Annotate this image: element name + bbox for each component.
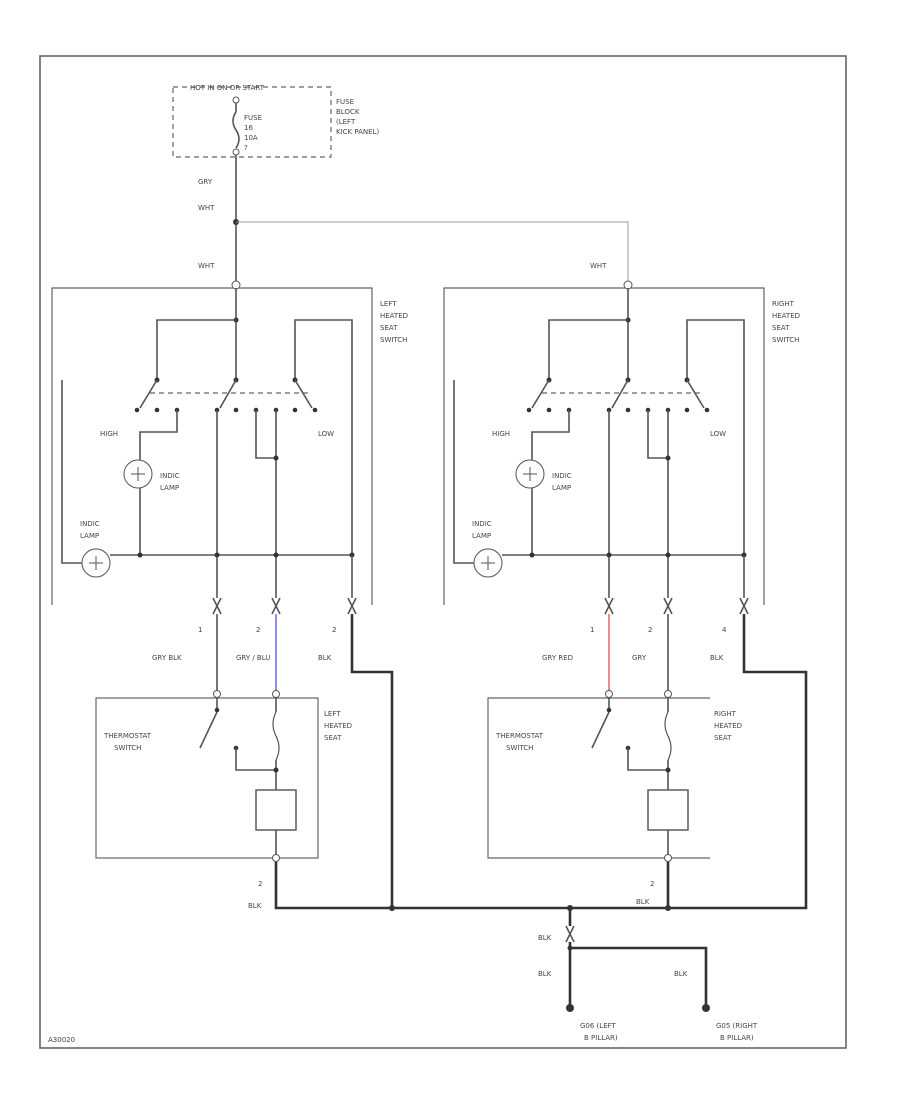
right-illum-lamp-label-1: INDIC (472, 520, 492, 528)
left-seat-ground-pin: 2 (258, 880, 262, 888)
left-indic-lamp-label-2: LAMP (160, 484, 179, 492)
fuse-label-line-4: ? (244, 144, 248, 152)
ground-left-label-2: B PILLAR) (584, 1034, 618, 1042)
right-seat-outline (487, 697, 710, 859)
right-seat-name-2: HEATED (714, 722, 742, 730)
right-seat-ground-color: BLK (636, 898, 650, 906)
right-seat-switch: RIGHT HEATED SEAT SWITCH HIGH LOW I (443, 280, 800, 605)
fuse-block: HOT IN ON OR START FUSE 16 10A ? FUSE BL… (172, 84, 379, 158)
ground-splice-color: BLK (538, 934, 552, 942)
fuse-terminal-bottom (232, 148, 240, 156)
fuse-block-location-2: BLOCK (336, 108, 360, 116)
fuse-block-header: HOT IN ON OR START (190, 84, 265, 92)
left-switch-name-2: HEATED (380, 312, 408, 320)
right-switch-feed-color: WHT (590, 262, 607, 270)
left-switch-feed-connector (231, 280, 241, 290)
feed-color-mid: WHT (198, 204, 215, 212)
right-thermostat-label-1: THERMOSTAT (495, 732, 544, 740)
right-thermostat-switch-blade (591, 711, 610, 749)
ground-right-terminal (702, 1004, 710, 1012)
right-pin-1: 1 (590, 626, 594, 634)
fuse-block-location-1: FUSE (336, 98, 354, 106)
left-switch-low-label: LOW (318, 430, 334, 438)
ground-left-drop-color: BLK (538, 970, 552, 978)
left-thermostat-switch-blade (199, 711, 218, 749)
left-seat-ground-color: BLK (248, 902, 262, 910)
right-indic-lamp-label-1: INDIC (552, 472, 572, 480)
figure-code: A30020 (48, 1036, 75, 1044)
fuse-block-outline (172, 86, 332, 158)
right-seat-name-3: SEAT (714, 734, 732, 742)
right-thermostat-label-2: SWITCH (506, 744, 533, 752)
left-seat-outline (95, 697, 319, 859)
fuse-block-location-4: KICK PANEL) (336, 128, 379, 136)
right-seat-heater-element (647, 789, 689, 831)
left-wire-color-3: BLK (318, 654, 332, 662)
feed-wiring: GRY WHT WHT WHT (198, 155, 629, 284)
fuse-symbol (232, 111, 240, 149)
right-heated-seat: RIGHT HEATED SEAT THERMOSTAT SWITCH 2 BL… (487, 690, 742, 906)
ground-left-terminal (566, 1004, 574, 1012)
fuse-label-line-3: 10A (244, 134, 258, 142)
left-pin-1: 1 (198, 626, 202, 634)
ground-right-label-2: B PILLAR) (720, 1034, 754, 1042)
fuse-block-location-3: (LEFT (336, 118, 356, 126)
left-pin-3: 2 (332, 626, 336, 634)
right-seat-ground-pin: 2 (650, 880, 654, 888)
left-illum-lamp-label-1: INDIC (80, 520, 100, 528)
left-seat-switch: LEFT HEATED SEAT SWITCH HIGH LOW IN (51, 280, 408, 605)
right-illum-lamp-label-2: LAMP (472, 532, 491, 540)
left-seat-name-1: LEFT (324, 710, 341, 718)
right-switch-name-3: SEAT (772, 324, 790, 332)
ground-wiring: BLK BLK BLK G06 (LEFT B PILLAR) G05 (RIG… (274, 862, 758, 1042)
right-switch-name-2: HEATED (772, 312, 800, 320)
right-indic-lamp-label-2: LAMP (552, 484, 571, 492)
left-switch-connectors: 1 2 2 GRY BLK GRY / BLU BLK (152, 597, 394, 908)
left-seat-fuse-icon (272, 711, 280, 761)
right-seat-name-1: RIGHT (714, 710, 737, 718)
right-wire-color-1: GRY RED (542, 654, 573, 662)
left-switch-outline (51, 287, 373, 605)
right-wire-color-2: GRY (632, 654, 647, 662)
ground-right-label-1: G05 (RIGHT (716, 1022, 758, 1030)
left-wire-color-1: GRY BLK (152, 654, 182, 662)
right-seat-fuse-icon (664, 711, 672, 761)
fuse-label-line-2: 16 (244, 124, 253, 132)
ground-left-label-1: G06 (LEFT (580, 1022, 617, 1030)
left-switch-feed-color: WHT (198, 262, 215, 270)
left-switch-name-3: SEAT (380, 324, 398, 332)
diagram-frame (39, 55, 847, 1049)
left-wire-color-2: GRY / BLU (236, 654, 270, 662)
left-heated-seat: LEFT HEATED SEAT THERMOSTAT SWITCH 2 BLK (95, 690, 352, 910)
left-thermostat-label-1: THERMOSTAT (103, 732, 152, 740)
right-switch-name-4: SWITCH (772, 336, 799, 344)
fuse-label-line-1: FUSE (244, 114, 262, 122)
right-switch-feed-connector (623, 280, 633, 290)
right-switch-name-1: RIGHT (772, 300, 795, 308)
right-switch-connectors: 1 2 4 GRY RED GRY BLK (542, 597, 808, 910)
right-wire-color-3: BLK (710, 654, 724, 662)
right-pin-3: 4 (722, 626, 727, 634)
right-switch-low-label: LOW (710, 430, 726, 438)
left-indic-lamp-label-1: INDIC (160, 472, 180, 480)
left-illum-lamp-label-2: LAMP (80, 532, 99, 540)
right-switch-outline (443, 287, 765, 605)
left-switch-name-1: LEFT (380, 300, 397, 308)
left-switch-name-4: SWITCH (380, 336, 407, 344)
left-seat-heater-element (255, 789, 297, 831)
left-seat-name-3: SEAT (324, 734, 342, 742)
right-pin-2: 2 (648, 626, 652, 634)
feed-color-top: GRY (198, 178, 213, 186)
left-pin-2: 2 (256, 626, 260, 634)
fuse-terminal-top (232, 96, 240, 104)
left-thermostat-label-2: SWITCH (114, 744, 141, 752)
left-seat-name-2: HEATED (324, 722, 352, 730)
ground-right-drop-color: BLK (674, 970, 688, 978)
right-switch-high-label: HIGH (492, 430, 510, 438)
left-switch-high-label: HIGH (100, 430, 118, 438)
